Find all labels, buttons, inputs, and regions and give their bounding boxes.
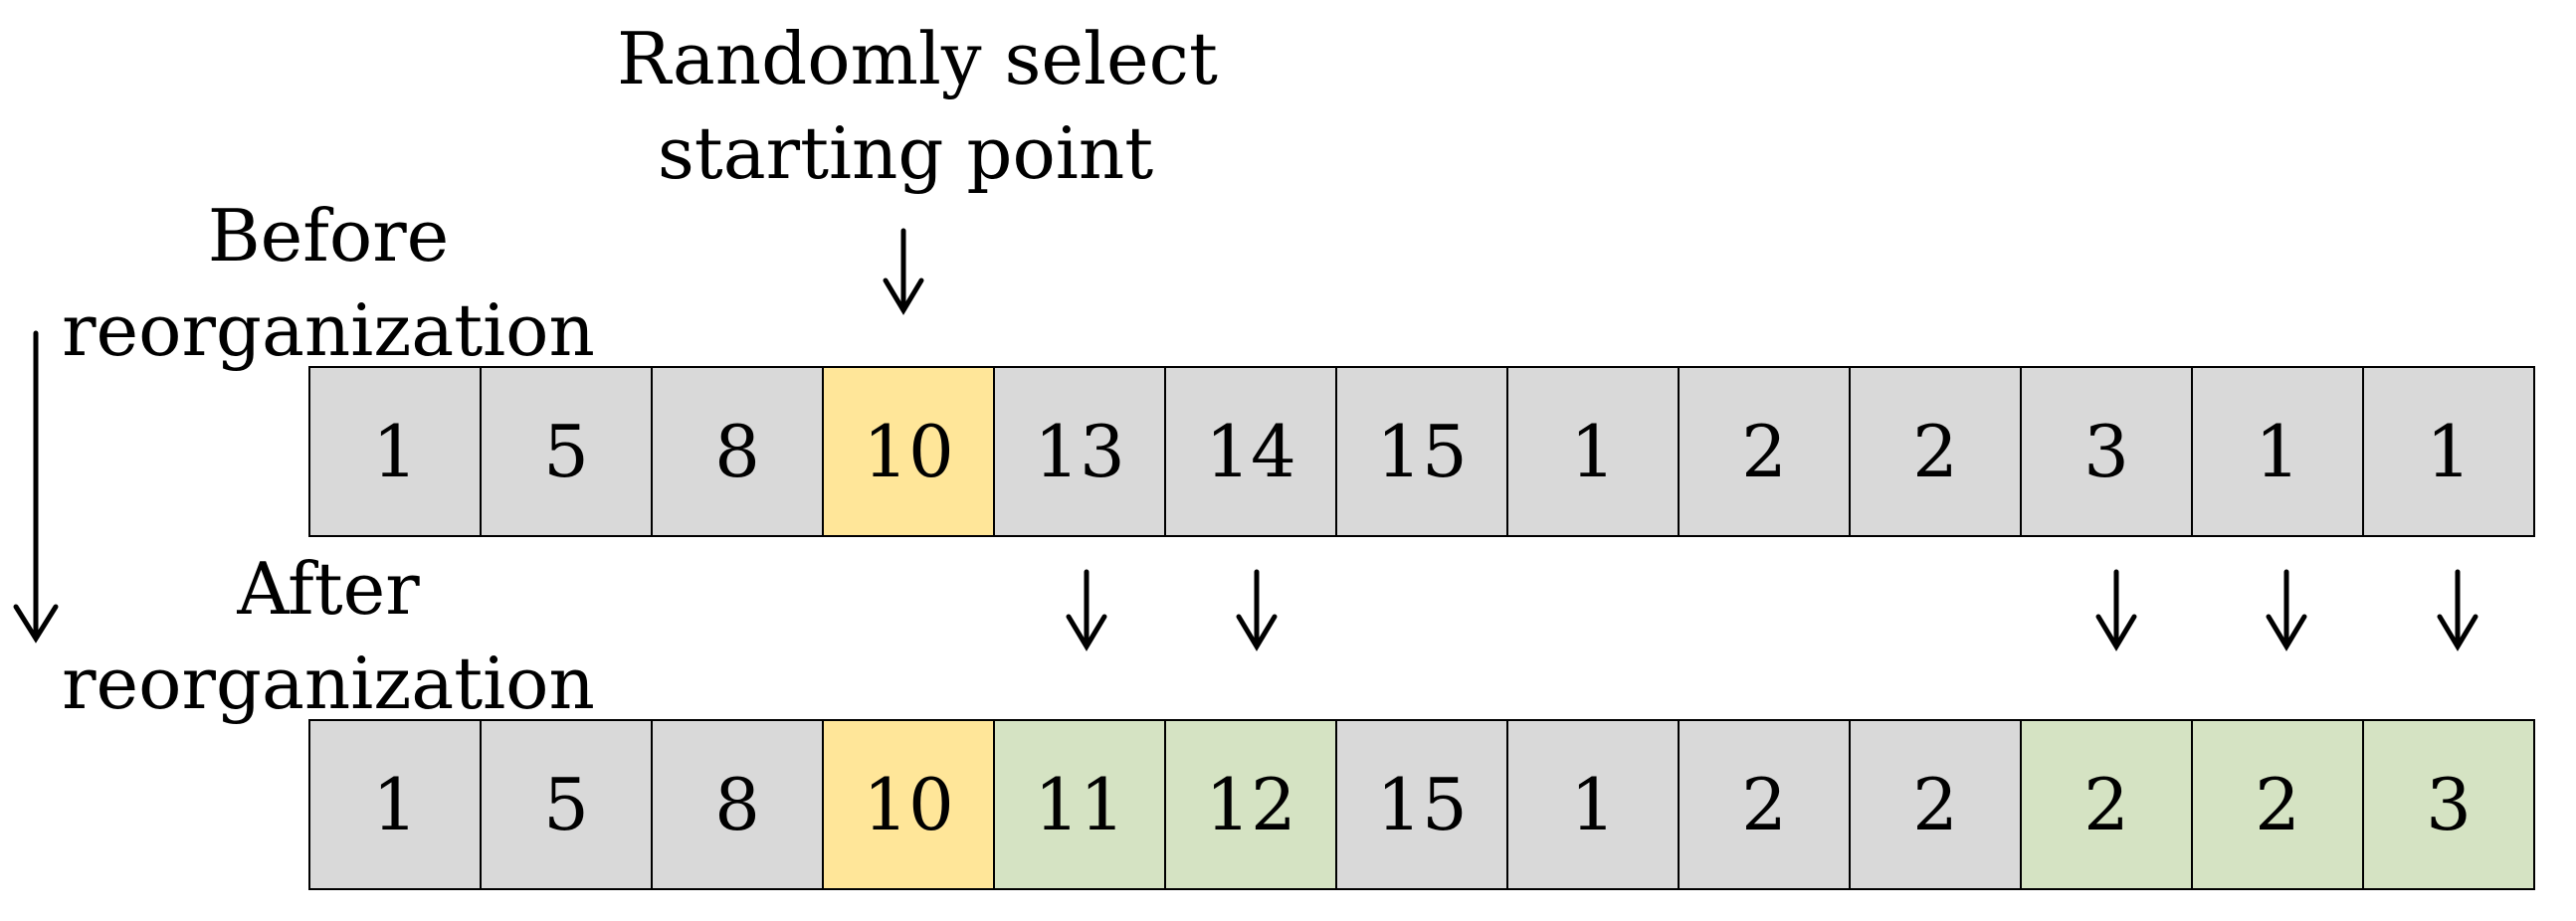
array-cell: 1	[2362, 366, 2535, 537]
array-cell: 5	[480, 719, 653, 890]
before-line-1: Before	[207, 194, 450, 277]
array-cell: 1	[308, 366, 482, 537]
change-arrow	[2437, 569, 2478, 651]
array-cell: 2	[2020, 719, 2193, 890]
array-cell: 12	[1164, 719, 1337, 890]
array-cell: 1	[308, 719, 482, 890]
array-cell: 10	[822, 719, 995, 890]
array-cell: 15	[1335, 366, 1508, 537]
title-label: Randomly select starting point	[617, 12, 1218, 201]
array-cell: 2	[1678, 366, 1851, 537]
change-arrow	[2266, 569, 2307, 651]
after-label: After reorganization	[60, 542, 597, 731]
after-line-2: reorganization	[62, 642, 595, 725]
before-line-2: reorganization	[62, 288, 595, 372]
title-line-1: Randomly select	[617, 17, 1218, 100]
array-cell: 1	[2191, 366, 2364, 537]
change-arrow	[2095, 569, 2137, 651]
array-cell: 11	[993, 719, 1166, 890]
array-cell: 8	[651, 366, 824, 537]
array-cell: 1	[1506, 719, 1680, 890]
array-cell: 1	[1506, 366, 1680, 537]
title-line-2: starting point	[657, 111, 1154, 195]
before-label: Before reorganization	[60, 189, 597, 378]
after-line-1: After	[237, 547, 420, 631]
flow-arrow	[13, 330, 59, 644]
array-cell: 14	[1164, 366, 1337, 537]
array-cell: 13	[993, 366, 1166, 537]
change-arrow	[1236, 569, 1278, 651]
array-cell: 15	[1335, 719, 1508, 890]
array-cell: 2	[1849, 719, 2022, 890]
change-arrow	[1066, 569, 1107, 651]
start-point-arrow	[883, 228, 924, 315]
array-cell: 3	[2362, 719, 2535, 890]
array-cell: 10	[822, 366, 995, 537]
